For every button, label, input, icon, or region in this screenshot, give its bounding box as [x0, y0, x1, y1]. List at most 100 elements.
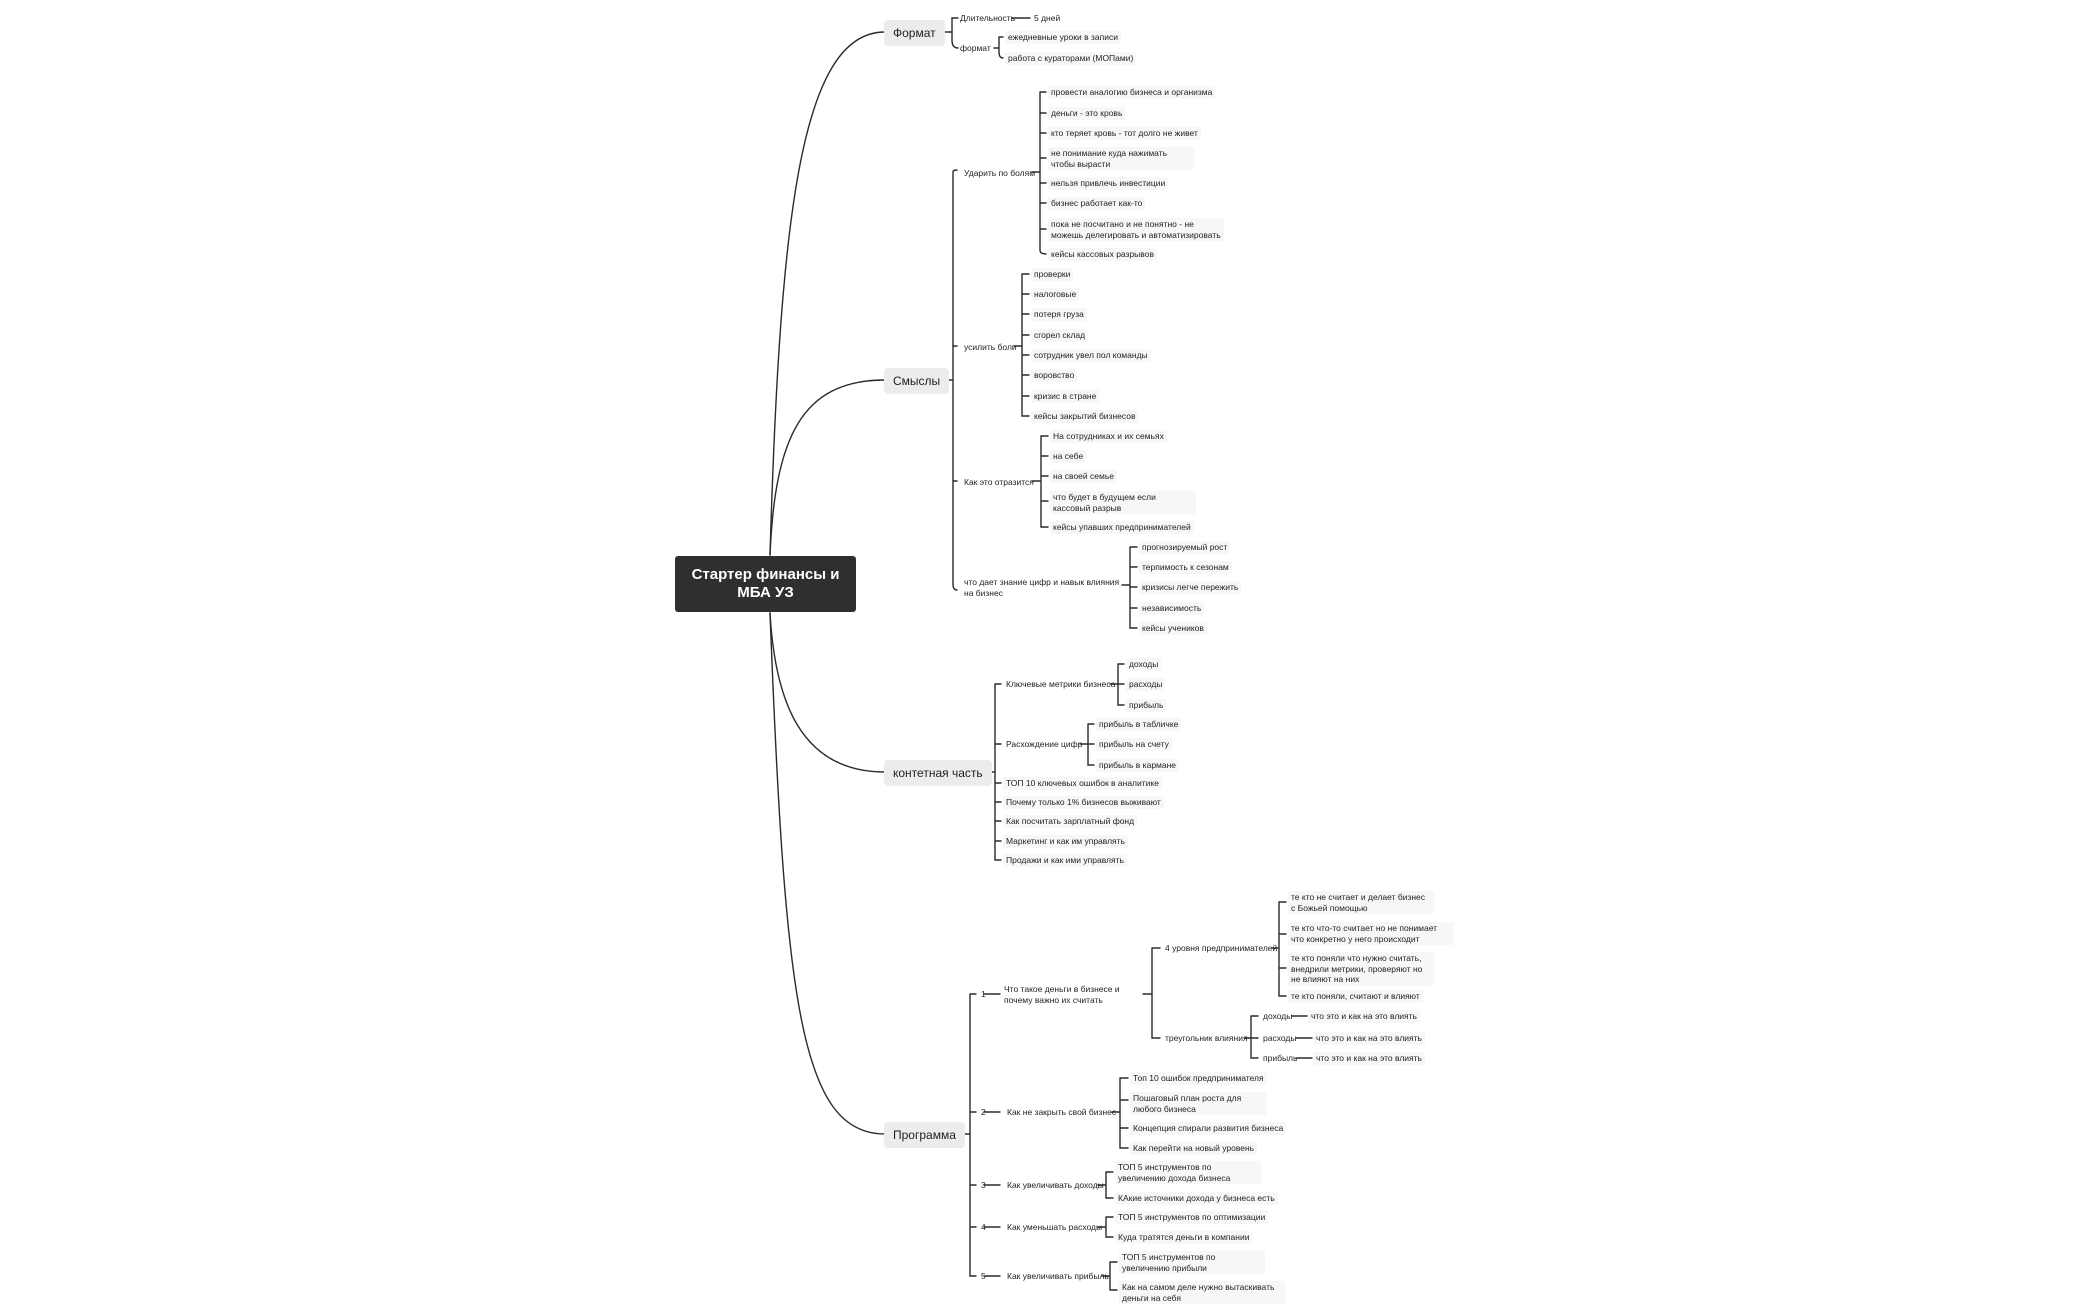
hit-pains-item[interactable]: кто теряет кровь - тот долго не живет — [1048, 127, 1201, 140]
amplify-pains-item[interactable]: воровство — [1031, 369, 1078, 382]
module-2-item[interactable]: Концепция спирали развития бизнеса — [1130, 1122, 1287, 1135]
link-m1-bracket — [1142, 947, 1161, 1039]
hit-pains-item[interactable]: деньги - это кровь — [1048, 107, 1126, 120]
amplify-pains-item[interactable]: проверки — [1031, 268, 1074, 281]
link-m2-bracket — [1111, 1077, 1129, 1149]
format-duration-label[interactable]: Длительность — [960, 13, 1016, 23]
triangle-detail[interactable]: что это и как на это влиять — [1308, 1010, 1420, 1023]
root-topic[interactable]: Стартер финансы и МБА УЗ — [675, 556, 856, 612]
hit-pains-label[interactable]: Ударить по болям — [964, 168, 1036, 178]
module-3-item[interactable]: ТОП 5 инструментов по увеличению дохода … — [1115, 1161, 1261, 1184]
module-3-item[interactable]: КАкие источники дохода у бизнеса есть — [1115, 1192, 1278, 1205]
module-4-label[interactable]: Как уменьшать расходы — [1007, 1222, 1103, 1232]
link-root-meanings — [769, 379, 886, 556]
amplify-pains-item[interactable]: кризис в стране — [1031, 390, 1100, 403]
module-5-label[interactable]: Как увеличивать прибыль — [1007, 1271, 1109, 1281]
link-triangle-details — [1291, 1015, 1313, 1059]
knowledge-item[interactable]: терпимость к сезонам — [1139, 561, 1232, 574]
hit-pains-item[interactable]: кейсы кассовых разрывов — [1048, 248, 1157, 261]
topic-format[interactable]: Формат — [884, 20, 945, 46]
metrics-label[interactable]: Ключевые метрики бизнеса — [1006, 679, 1116, 689]
hit-pains-item[interactable]: пока не посчитано и не понятно - не може… — [1048, 218, 1224, 241]
amplify-pains-item[interactable]: сотрудник увел пол команды — [1031, 349, 1151, 362]
link-triangle-bracket — [1244, 1015, 1259, 1059]
impact-item[interactable]: что будет в будущем если кассовый разрыв — [1050, 491, 1196, 514]
knowledge-item[interactable]: кризисы легче пережить — [1139, 581, 1242, 594]
link-root-format — [769, 31, 886, 556]
triangle-item[interactable]: доходы — [1263, 1011, 1293, 1021]
link-m3-bracket — [1097, 1171, 1114, 1199]
triangle-item[interactable]: прибыль — [1263, 1053, 1298, 1063]
format-duration-value[interactable]: 5 дней — [1034, 13, 1061, 23]
module-2-item[interactable]: Топ 10 ошибок предпринимателя — [1130, 1072, 1267, 1085]
knowledge-item[interactable]: прогнозируемый рост — [1139, 541, 1231, 554]
levels-label[interactable]: 4 уровня предпринимателей — [1165, 943, 1278, 953]
divergence-item[interactable]: прибыль на счету — [1096, 738, 1172, 751]
module-number: 1 — [981, 989, 986, 999]
module-2-item[interactable]: Пошаговый план роста для любого бизнеса — [1130, 1092, 1266, 1115]
format-item[interactable]: работа с кураторами (МОПами) — [1005, 52, 1137, 65]
triangle-label[interactable]: треугольник влияния — [1165, 1033, 1248, 1043]
levels-item[interactable]: те кто поняли, считают и влияют — [1288, 990, 1423, 1003]
impact-item[interactable]: На сотрудниках и их семьях — [1050, 430, 1167, 443]
impact-item[interactable]: на своей семье — [1050, 470, 1117, 483]
link-module-nums — [983, 993, 1001, 1277]
module-number: 4 — [981, 1222, 986, 1232]
module-number: 2 — [981, 1107, 986, 1117]
knowledge-label[interactable]: что дает знание цифр и навык влияния на … — [964, 577, 1120, 598]
link-impact-bracket — [1031, 435, 1049, 528]
triangle-item[interactable]: расходы — [1263, 1033, 1297, 1043]
levels-item[interactable]: те кто поняли что нужно считать, внедрил… — [1288, 952, 1434, 986]
impact-item[interactable]: кейсы упавших предпринимателей — [1050, 521, 1194, 534]
topic-content[interactable]: контетная часть — [884, 760, 992, 786]
impact-item[interactable]: на себе — [1050, 450, 1087, 463]
content-item[interactable]: Маркетинг и как им управлять — [1003, 835, 1128, 848]
hit-pains-item[interactable]: провести аналогию бизнеса и организма — [1048, 86, 1216, 99]
levels-item[interactable]: те кто не считает и делает бизнес с Божь… — [1288, 891, 1434, 914]
metrics-item[interactable]: расходы — [1126, 678, 1166, 691]
module-3-label[interactable]: Как увеличивать доходы — [1007, 1180, 1104, 1190]
triangle-detail[interactable]: что это и как на это влиять — [1313, 1052, 1425, 1065]
amplify-pains-item[interactable]: налоговые — [1031, 288, 1080, 301]
link-format-bracket2 — [993, 36, 1004, 59]
knowledge-item[interactable]: кейсы учеников — [1139, 622, 1207, 635]
module-5-item[interactable]: ТОП 5 инструментов по увеличению прибыли — [1119, 1251, 1265, 1274]
amplify-pains-item[interactable]: сгорел склад — [1031, 329, 1089, 342]
module-2-item[interactable]: Как перейти на новый уровень — [1130, 1142, 1258, 1155]
topic-program[interactable]: Программа — [884, 1122, 965, 1148]
divergence-item[interactable]: прибыль в кармане — [1096, 759, 1180, 772]
format-item[interactable]: ежедневные уроки в записи — [1005, 31, 1121, 44]
divergence-label[interactable]: Расхождение цифр — [1006, 739, 1083, 749]
levels-item[interactable]: те кто что-то считает но не понимает что… — [1288, 922, 1454, 945]
topic-meanings[interactable]: Смыслы — [884, 368, 950, 394]
module-4-item[interactable]: Куда тратятся деньги в компании — [1115, 1231, 1253, 1244]
format-format-label[interactable]: формат — [960, 43, 991, 53]
triangle-detail[interactable]: что это и как на это влиять — [1313, 1032, 1425, 1045]
hit-pains-item[interactable]: не понимание куда нажимать чтобы вырасти — [1048, 147, 1194, 170]
module-2-label[interactable]: Как не закрыть свой бизнес — [1007, 1107, 1117, 1117]
content-item[interactable]: Как посчитать зарплатный фонд — [1003, 815, 1138, 828]
module-4-item[interactable]: ТОП 5 инструментов по оптимизации — [1115, 1211, 1269, 1224]
content-item[interactable]: Почему только 1% бизнесов выживают — [1003, 796, 1164, 809]
link-root-content — [769, 612, 886, 773]
hit-pains-item[interactable]: бизнес работает как-то — [1048, 197, 1146, 210]
knowledge-item[interactable]: независимость — [1139, 602, 1205, 615]
content-item[interactable]: ТОП 10 ключевых ошибок в аналитике — [1003, 777, 1162, 790]
link-amplify-bracket — [1013, 273, 1030, 417]
amplify-pains-label[interactable]: усилить боли — [964, 342, 1017, 352]
content-item[interactable]: Продажи и как ими управлять — [1003, 854, 1127, 867]
module-5-item[interactable]: Как на самом деле нужно вытаскивать день… — [1119, 1281, 1285, 1304]
link-m5-bracket — [1101, 1261, 1118, 1291]
amplify-pains-item[interactable]: кейсы закрытий бизнесов — [1031, 410, 1139, 423]
metrics-item[interactable]: прибыль — [1126, 699, 1167, 712]
module-1-label[interactable]: Что такое деньги в бизнесе и почему важн… — [1004, 984, 1120, 1005]
amplify-pains-item[interactable]: потеря груза — [1031, 308, 1087, 321]
hit-pains-item[interactable]: нельзя привлечь инвестиции — [1048, 177, 1169, 190]
divergence-item[interactable]: прибыль в табличке — [1096, 718, 1182, 731]
impact-label[interactable]: Как это отразится — [964, 477, 1034, 487]
link-program-spine — [961, 993, 977, 1277]
link-knowledge-bracket — [1121, 546, 1138, 629]
metrics-item[interactable]: доходы — [1126, 658, 1162, 671]
link-hit-bracket — [1031, 91, 1047, 255]
